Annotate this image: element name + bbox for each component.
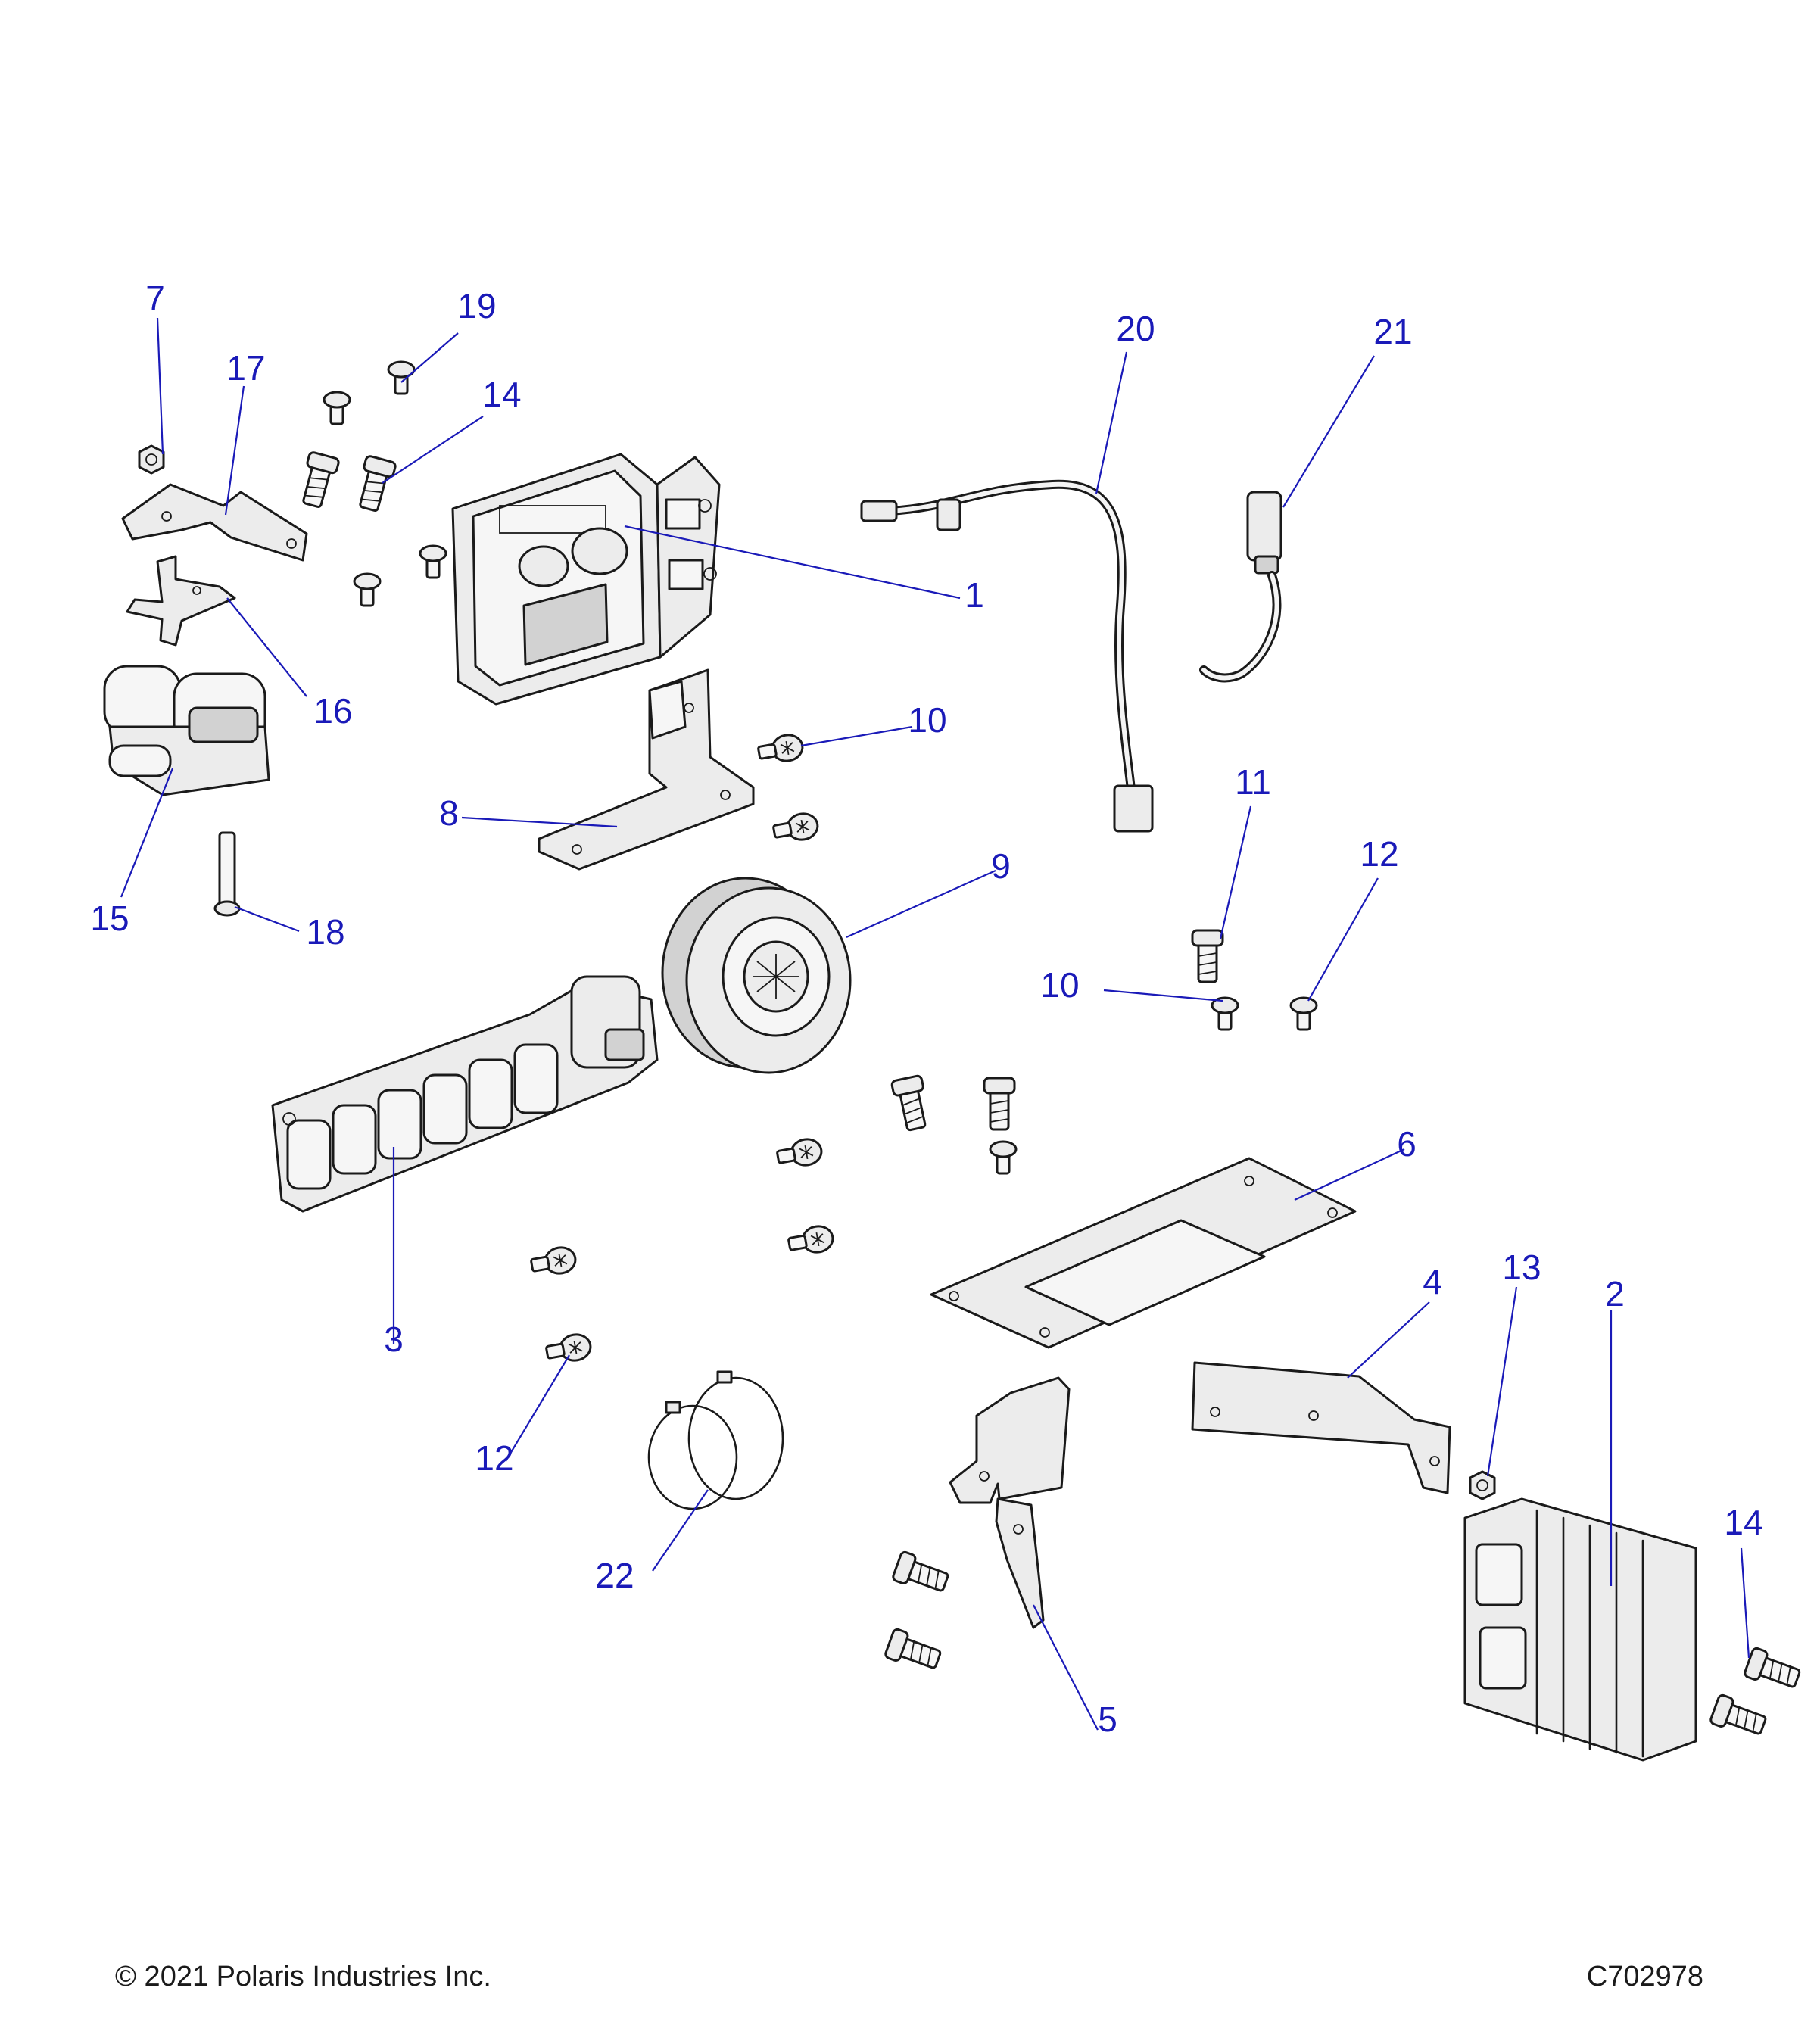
callout-10: 10 <box>908 700 946 740</box>
callout-5: 5 <box>1098 1700 1117 1739</box>
callout-20: 20 <box>1116 309 1155 348</box>
drawing-number: C702978 <box>1586 1961 1703 1993</box>
long-bolt <box>213 831 241 917</box>
callout-8: 8 <box>439 793 459 833</box>
screw <box>419 544 447 579</box>
callout-2: 2 <box>1605 1274 1625 1313</box>
callout-6: 6 <box>1397 1124 1417 1164</box>
torx-bolt <box>528 1244 579 1279</box>
bolt <box>1708 1693 1770 1742</box>
injector-rail <box>271 975 659 1213</box>
callout-10-b: 10 <box>1040 965 1079 1005</box>
torx-bolt <box>786 1223 837 1258</box>
callout-1: 1 <box>965 575 984 615</box>
callout-18: 18 <box>306 912 344 952</box>
callout-22: 22 <box>595 1556 634 1595</box>
l-bracket <box>538 668 755 871</box>
callout-3: 3 <box>384 1320 404 1359</box>
screw <box>1289 996 1318 1031</box>
wire-harness <box>860 479 1154 833</box>
torx-bolt <box>774 1136 825 1171</box>
callout-14-b: 14 <box>1724 1503 1762 1542</box>
callout-15: 15 <box>90 899 129 938</box>
callout-14: 14 <box>482 375 521 414</box>
bolt <box>890 1073 933 1133</box>
torx-bolt <box>544 1331 594 1366</box>
callout-17: 17 <box>226 348 265 388</box>
callout-labels: 7 19 14 17 1 20 21 16 15 18 8 10 9 11 12… <box>90 279 1762 1739</box>
voltage-regulator <box>1463 1497 1697 1762</box>
bolt <box>295 450 341 510</box>
clip-bracket <box>126 555 236 647</box>
ignition-coil <box>103 665 270 796</box>
bolt <box>1742 1646 1804 1695</box>
long-bracket <box>1191 1361 1451 1494</box>
bolt <box>352 453 397 514</box>
upper-bracket <box>121 483 308 562</box>
callout-7: 7 <box>145 279 165 318</box>
nut <box>1469 1470 1496 1500</box>
angled-bracket <box>949 1376 1071 1629</box>
callout-4: 4 <box>1423 1262 1442 1301</box>
callout-11: 11 <box>1235 762 1271 802</box>
fan-shroud <box>661 877 852 1074</box>
screw <box>387 360 416 395</box>
screw <box>353 572 382 607</box>
callout-12-b: 12 <box>475 1438 513 1478</box>
copyright-text: © 2021 Polaris Industries Inc. <box>115 1961 491 1993</box>
mounting-plate <box>930 1157 1357 1349</box>
torx-bolt <box>771 810 821 846</box>
callout-12: 12 <box>1360 834 1398 874</box>
callout-9: 9 <box>991 846 1011 886</box>
bolt <box>883 1627 945 1676</box>
bolt <box>983 1077 1016 1131</box>
nut <box>138 444 165 475</box>
screw <box>323 391 351 425</box>
callout-19: 19 <box>457 286 496 326</box>
screw <box>989 1140 1018 1175</box>
callout-16: 16 <box>313 691 352 731</box>
callout-21: 21 <box>1373 312 1412 351</box>
screw <box>1211 996 1239 1031</box>
leader-lines <box>120 317 1750 1731</box>
callout-13: 13 <box>1502 1248 1541 1287</box>
ecu-module <box>451 453 721 706</box>
torx-bolt <box>756 731 806 767</box>
bolt <box>890 1550 952 1599</box>
cable-ties <box>647 1370 784 1510</box>
push-clip <box>1191 929 1224 983</box>
sensor-lead <box>1199 491 1282 683</box>
